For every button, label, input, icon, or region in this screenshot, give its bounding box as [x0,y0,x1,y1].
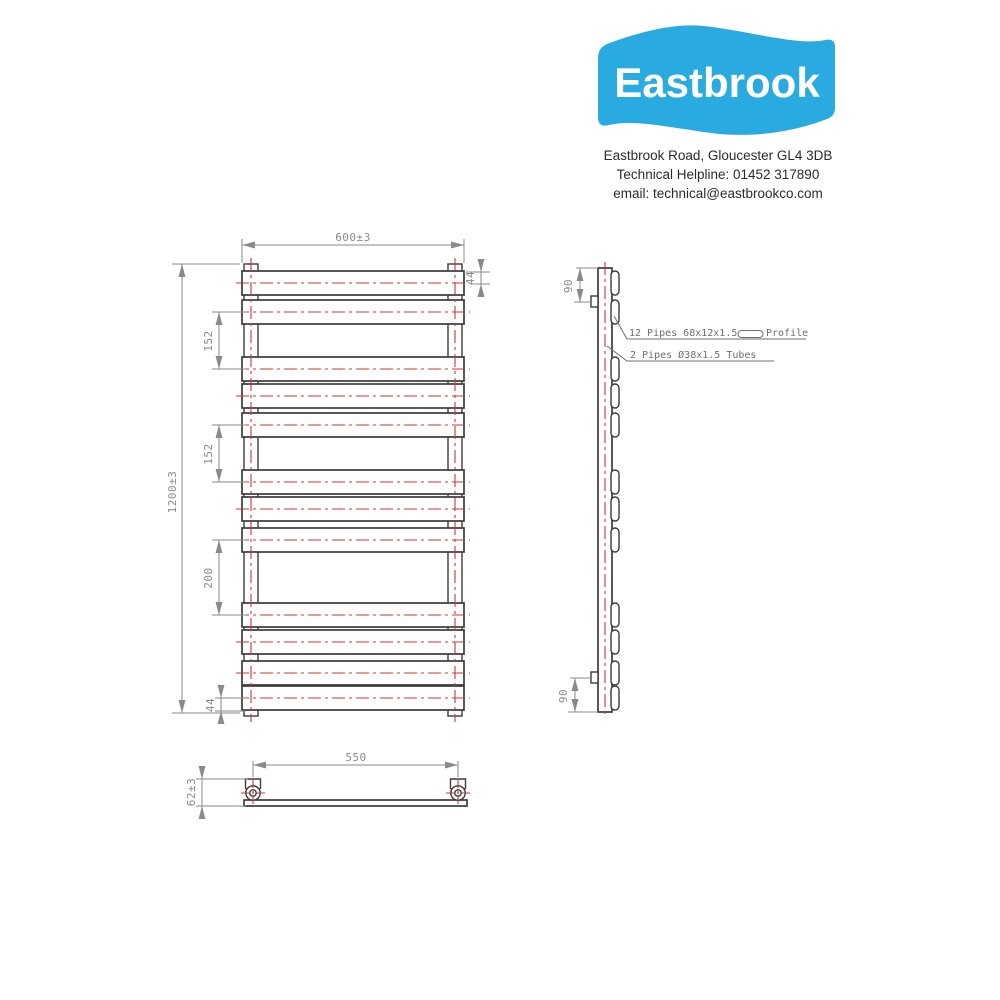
note-tubes-leader: 2 Pipes Ø38x1.5 Tubes [606,345,774,362]
dim-gap-upper-label: 152 [202,330,215,351]
side-view: 90 90 12 Pipes 68x12x1.5 Profile 2 Pipes… [557,262,808,718]
dim-bracket-top: 90 [562,267,598,303]
dim-tube-centres: 550 [252,751,459,777]
top-left-tube-section [241,780,266,807]
dim-height: 1200±3 [166,263,240,714]
dim-width: 600±3 [241,231,465,263]
dim-gap-lower: 200 [202,539,246,616]
eastbrook-logo: Eastbrook [598,25,835,135]
side-bottom-bracket [590,671,599,684]
dim-gap-middle-label: 152 [202,443,215,464]
note-pipes-suffix-label: Profile [766,328,808,339]
top-right-tube-section [446,780,471,807]
dim-gap-lower-label: 200 [202,567,215,588]
dim-top-offset-label: 44 [464,271,477,285]
dim-depth-label: 62±3 [185,778,198,807]
dim-bracket-bottom: 90 [557,677,598,713]
dim-bracket-top-label: 90 [562,279,575,293]
front-view: 600±3 44 1200±3 [166,231,490,724]
note-pipes-leader: 12 Pipes 68x12x1.5 Profile [613,315,808,340]
dim-top-offset: 44 [464,259,490,297]
note-pipes-label: 12 Pipes 68x12x1.5 [629,328,737,339]
dim-bracket-bottom-label: 90 [557,689,570,703]
dim-depth: 62±3 [185,766,248,819]
brand-helpline-line: Technical Helpline: 01452 317890 [616,167,820,182]
dim-bottom-offset: 44 [204,685,246,724]
brand-name: Eastbrook [614,59,820,106]
top-view: 550 62±3 [185,751,471,819]
profile-symbol [737,330,764,338]
brand-address-line: Eastbrook Road, Gloucester GL4 3DB [603,148,833,163]
top-panel-plate [243,799,468,807]
front-panels [241,270,465,711]
dim-gap-upper: 152 [202,311,246,370]
logo-flag-shape [598,25,835,135]
dim-tube-centres-label: 550 [345,751,366,764]
side-panel-profiles [610,270,620,711]
dim-bottom-offset-label: 44 [204,698,217,712]
brand-email-line: email: technical@eastbrookco.com [613,186,823,201]
front-centerlines [236,258,470,722]
dim-height-label: 1200±3 [166,471,179,514]
dim-gap-middle: 152 [202,424,246,483]
dim-width-label: 600±3 [335,231,371,244]
note-tubes-label: 2 Pipes Ø38x1.5 Tubes [630,349,756,361]
brand-block: Eastbrook Eastbrook Road, Gloucester GL4… [585,20,851,203]
side-top-bracket [590,295,599,308]
